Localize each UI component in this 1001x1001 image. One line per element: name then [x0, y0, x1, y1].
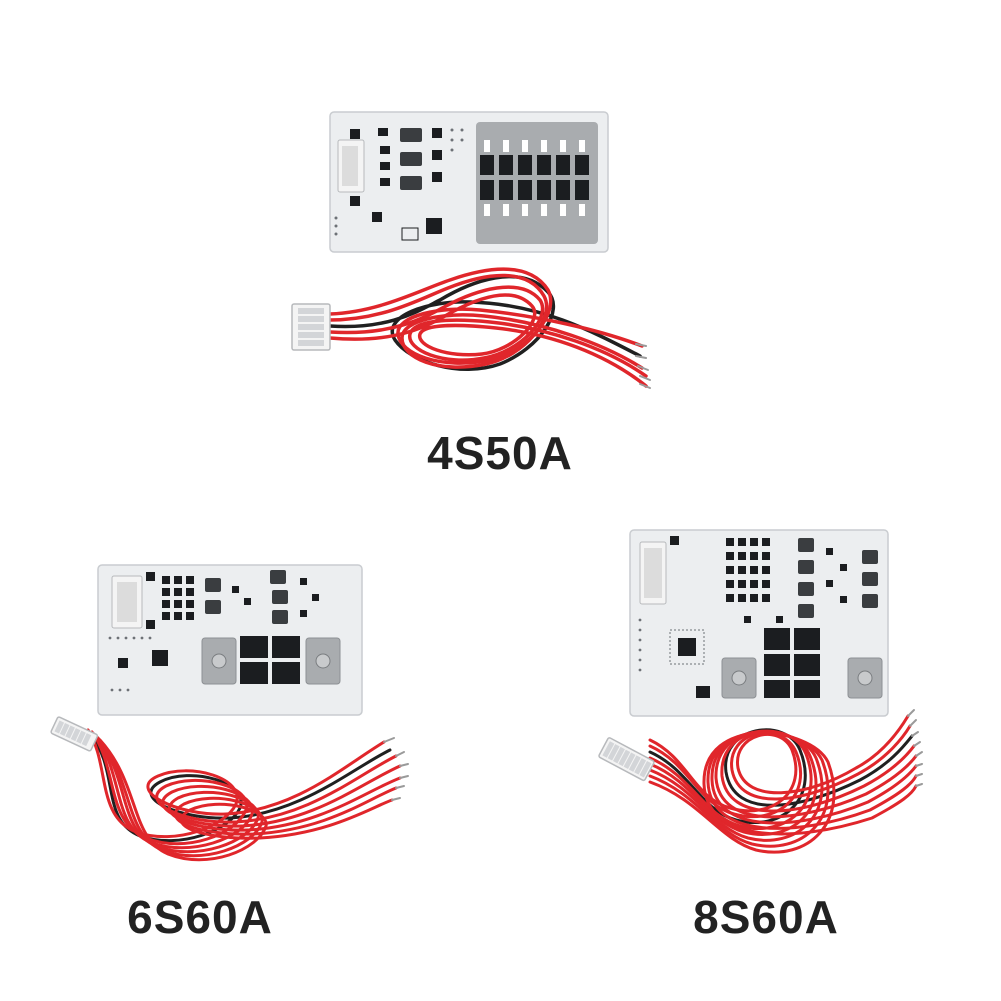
- bms-board-4s: [329, 111, 609, 253]
- product-label: 6S60A: [127, 891, 273, 943]
- bms-board-6s: [97, 564, 363, 716]
- connector-plug-8s: [598, 737, 655, 782]
- product-8s60a-illustration: [598, 529, 923, 854]
- connector-plug-4s: [291, 303, 331, 351]
- product-6s60a-illustration: [50, 564, 409, 862]
- wire-harness-8s: [648, 709, 923, 854]
- product-label: 8S60A: [693, 891, 839, 943]
- product-label: 4S50A: [427, 427, 573, 479]
- product-8s60a: 8S60A: [500, 520, 1001, 1000]
- connector-plug-6s: [50, 716, 99, 752]
- wire-harness-6s: [86, 728, 409, 862]
- wire-harness-4s: [328, 267, 651, 389]
- product-4s50a: 4S50A: [0, 0, 1001, 480]
- bms-board-8s: [629, 529, 889, 717]
- product-4s50a-illustration: [291, 111, 651, 389]
- product-6s60a: 6S60A: [0, 520, 500, 1000]
